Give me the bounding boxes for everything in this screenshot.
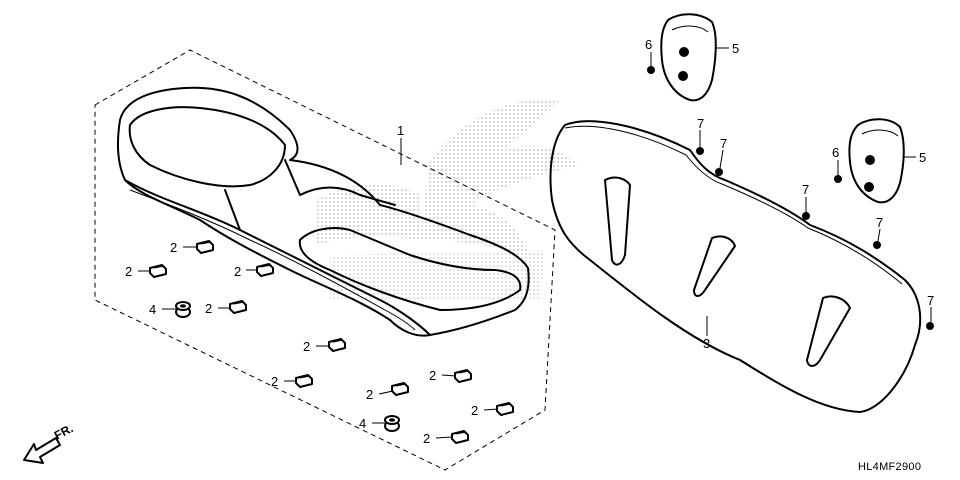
- callout-clip: 2: [423, 431, 430, 446]
- callout-bolt: 7: [697, 116, 704, 131]
- callout-headrest-bolt: 6: [832, 145, 839, 160]
- front-direction-arrow: FR.: [23, 421, 75, 464]
- seatback: [549, 120, 922, 413]
- diagram-code: HL4MF2900: [858, 461, 921, 473]
- callout-grommet: 4: [149, 302, 156, 317]
- headrest-lower: [834, 118, 905, 204]
- callout-headrest: 5: [919, 150, 926, 165]
- callout-seatback: 3: [703, 336, 710, 351]
- callout-bolt: 7: [927, 293, 934, 308]
- callout-clip: 2: [271, 374, 278, 389]
- callout-seat: 1: [397, 123, 404, 138]
- callout-headrest-bolt: 6: [645, 37, 652, 52]
- headrest-upper: [647, 13, 717, 102]
- grommets: [175, 301, 400, 432]
- seat-cushion: [116, 86, 530, 337]
- callout-clip: 2: [303, 339, 310, 354]
- callout-headrest: 5: [732, 41, 739, 56]
- callout-clip: 2: [429, 368, 436, 383]
- bolts: [696, 147, 934, 330]
- callout-clip: 2: [125, 264, 132, 279]
- leader-lines: [138, 47, 932, 439]
- callout-bolt: 7: [802, 182, 809, 197]
- callout-grommet: 4: [359, 416, 366, 431]
- callout-clip: 2: [234, 264, 241, 279]
- callout-clip: 2: [205, 301, 212, 316]
- callout-labels: 1 2 2 2 2 2 2 2 2 2 2 4 4 3 5 5 6 6 7 7 …: [125, 37, 934, 446]
- clips: [149, 240, 514, 444]
- brand-watermark: [315, 99, 580, 300]
- callout-clip: 2: [471, 403, 478, 418]
- assembly-boundary: [94, 49, 556, 471]
- callout-clip: 2: [366, 387, 373, 402]
- callout-bolt: 7: [876, 215, 883, 230]
- callout-bolt: 7: [720, 136, 727, 151]
- callout-clip: 2: [170, 240, 177, 255]
